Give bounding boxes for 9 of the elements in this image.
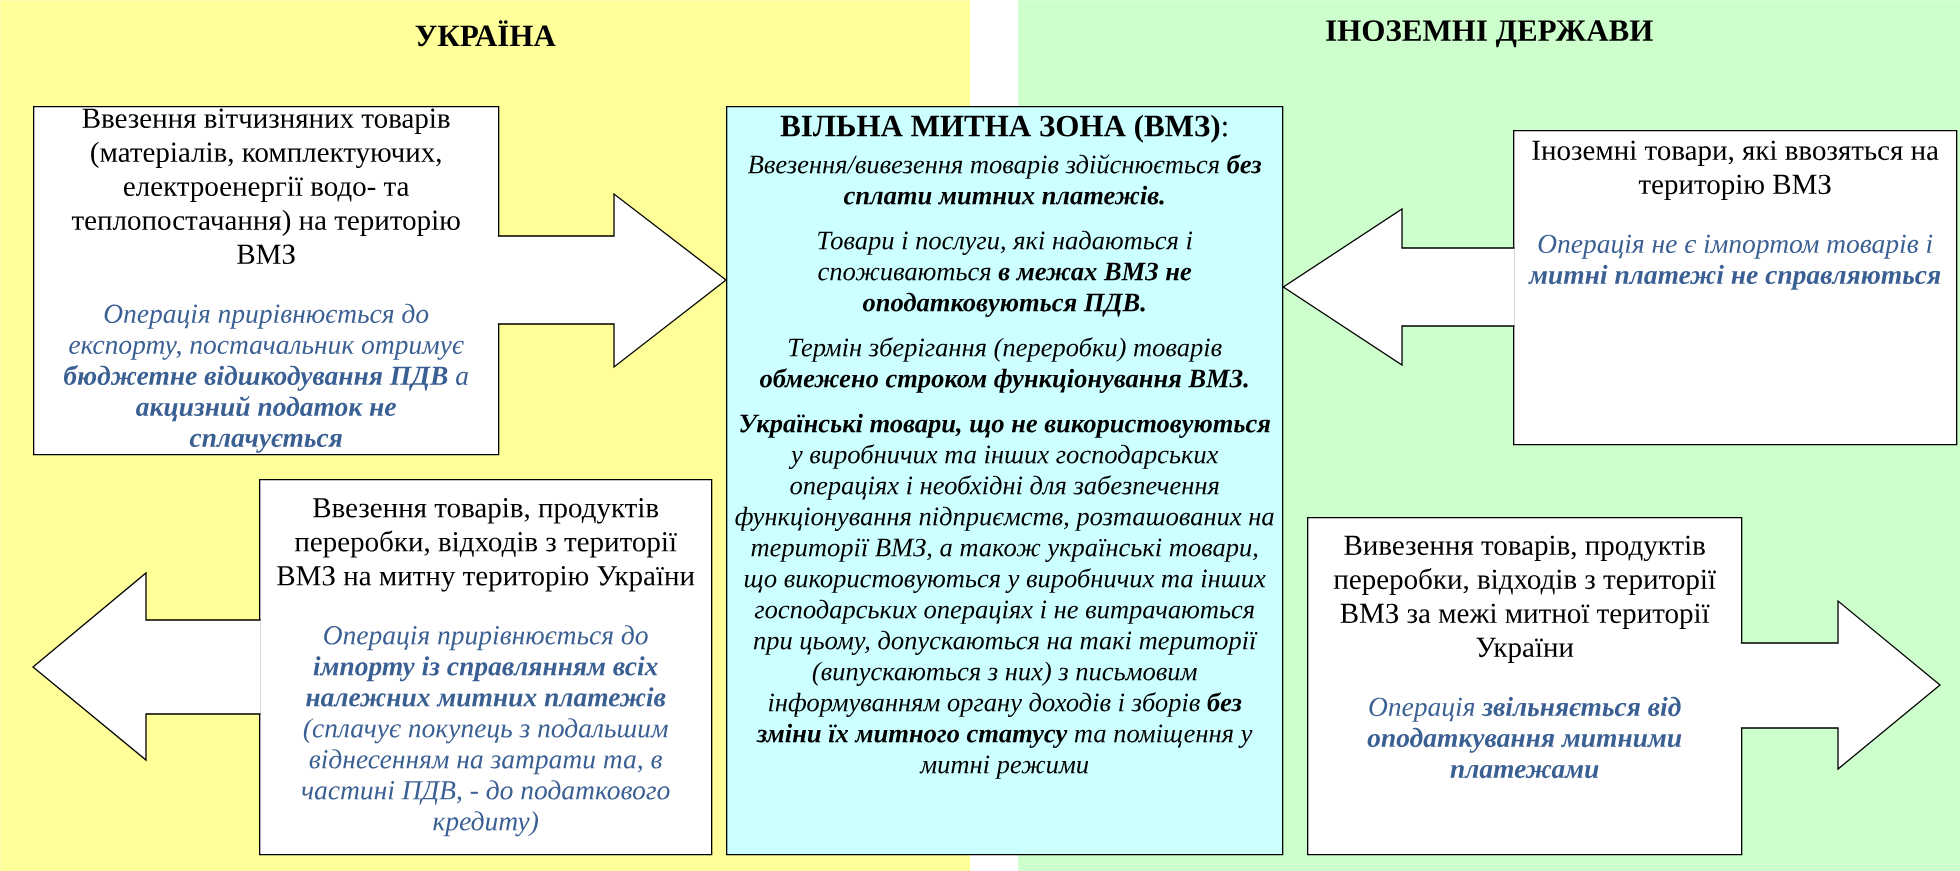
text-box: Іноземні товари, які ввозяться на територію ВМЗ Операція не є імпортом товарів і митні платежі не справляються [1513,130,1958,446]
text-box: Ввезення товарів, продуктів переробки, відходів з території ВМЗ на митну територію України Операція прирівнюється до імпорту із справлянням всіх належних митних платежів (сплачує покупець з подальшим віднесенням на затрати та, в частині ПДВ, - до податкового кредиту) [259,479,713,856]
arrow [497,192,728,369]
text-box: Вивезення товарів, продуктів переробки, відходів з території ВМЗ за межі митної території України Операція звільняється від оподаткування митними платежами [1307,517,1743,856]
info-box: ВІЛЬНА МИТНА ЗОНА (ВМЗ): Ввезення/вивезення товарів здійснюється без сплати митних платежів. Товари і послуги, які надаються і споживаються в межах ВМЗ не оподатковуються ПДВ. Термін зберігання (переробки) товарів обмежено строком функціонування ВМЗ. Українські товари, що не використовуються у виробничих та інших господарських операціях і необхідні для забезпечення функціонування підприємств, розташованих на території ВМЗ, а також українські товари, що використовуються у виробничих та інших господарських операціях і не витрачаються при цьому, допускаються на такі території (випускаються з них) з письмовим інформуванням органу доходів і зборів без зміни їх митного статусу та поміщення у митні режими [726,106,1284,856]
arrow [32,571,262,762]
arrow [1282,207,1516,367]
arrow [1740,599,1942,771]
text-box: Ввезення вітчизняних товарів (матеріалів, комплектуючих, електроенергії водо- та теплопостачання) на територію ВМЗ Операція прирівнюється до експорту, постачальник отримує бюджетне відшкодування ПДВ а акцизний податок не сплачується [33,106,500,456]
